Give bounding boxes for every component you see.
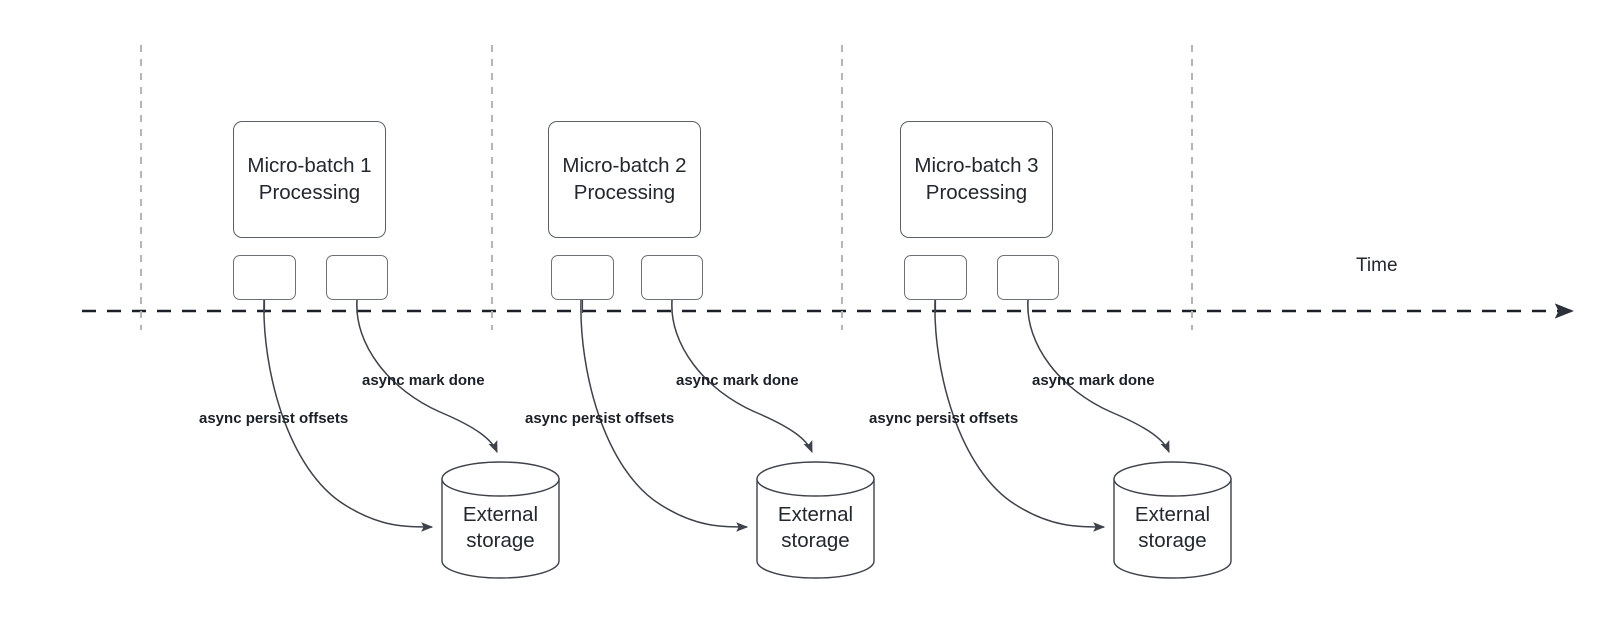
- mb3-task-b-mini-box[interactable]: [997, 255, 1059, 300]
- external-storage-2: [756, 461, 875, 579]
- time-axis-label: Time: [1356, 255, 1398, 276]
- mb1-task-a-mini-box[interactable]: [233, 255, 296, 300]
- persist-offsets-2-label: async persist offsets: [525, 410, 675, 427]
- persist-offsets-2-curve: [580, 299, 749, 532]
- persist-offsets-3-curve: [934, 299, 1106, 532]
- mark-done-2-label: async mark done: [676, 372, 799, 389]
- persist-offsets-1-label: async persist offsets: [199, 410, 349, 427]
- external-storage-2-body: [756, 478, 875, 579]
- external-storage-1-top-ellipse: [441, 461, 560, 497]
- external-storage-3: [1113, 461, 1232, 579]
- external-storage-1-body: [441, 478, 560, 579]
- mark-done-2-curve: [671, 299, 813, 454]
- mb3-task-a-mini-box[interactable]: [904, 255, 967, 300]
- persist-offsets-1-curve: [263, 299, 434, 532]
- mark-done-3-curve: [1027, 299, 1170, 454]
- micro-batch-2-box[interactable]: Micro-batch 2 Processing: [548, 121, 701, 238]
- mark-done-1-curve: [356, 299, 498, 454]
- mb2-task-b-mini-box[interactable]: [641, 255, 703, 300]
- persist-offsets-3-label: async persist offsets: [869, 410, 1019, 427]
- external-storage-1: [441, 461, 560, 579]
- micro-batch-3-box[interactable]: Micro-batch 3 Processing: [900, 121, 1053, 238]
- mb1-task-b-mini-box[interactable]: [326, 255, 388, 300]
- mark-done-1-label: async mark done: [362, 372, 485, 389]
- mb2-task-a-mini-box[interactable]: [551, 255, 614, 300]
- external-storage-3-body: [1113, 478, 1232, 579]
- external-storage-3-top-ellipse: [1113, 461, 1232, 497]
- external-storage-2-top-ellipse: [756, 461, 875, 497]
- mark-done-3-label: async mark done: [1032, 372, 1155, 389]
- micro-batch-1-box[interactable]: Micro-batch 1 Processing: [233, 121, 386, 238]
